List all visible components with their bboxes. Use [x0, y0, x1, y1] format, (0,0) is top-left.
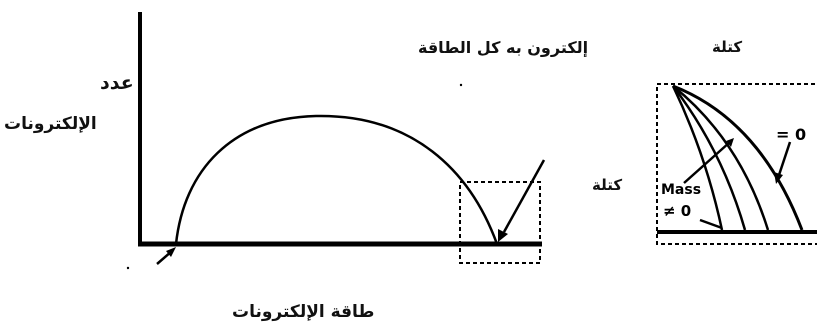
nonzero-mass-arrow-icon	[699, 218, 723, 230]
mass-arrow-icon	[683, 138, 734, 184]
stray-dot	[459, 83, 463, 87]
y-axis-label-line1: عدد	[100, 72, 134, 94]
mass-label-top: كتلة	[712, 38, 743, 56]
mass-label-side: كتلة	[592, 176, 623, 194]
y-axis-label-line2: الإلكترونات	[4, 114, 97, 134]
inset-curve-zero-mass	[672, 84, 804, 231]
spectrum-curve	[174, 114, 499, 245]
zero-mass-label: = 0	[776, 125, 806, 144]
mass-word-label: Mass	[661, 182, 701, 198]
inset-panel: = 0 Mass ≠ 0	[656, 83, 817, 245]
inset-box	[656, 83, 817, 245]
inset-curve-mass-1	[672, 85, 770, 231]
zoom-box	[459, 181, 541, 264]
endpoint-arrow-icon	[498, 159, 546, 242]
inset-curve-mass-3	[671, 85, 724, 231]
start-arrow-icon	[156, 247, 176, 265]
zero-mass-arrow-icon	[774, 141, 792, 184]
full-energy-electron-label: إلكترون به كل الطاقة	[418, 38, 589, 57]
stray-dot	[126, 266, 130, 270]
x-axis-label: طاقة الإلكترونات	[232, 302, 375, 322]
nonzero-mass-label: ≠ 0	[663, 202, 691, 220]
